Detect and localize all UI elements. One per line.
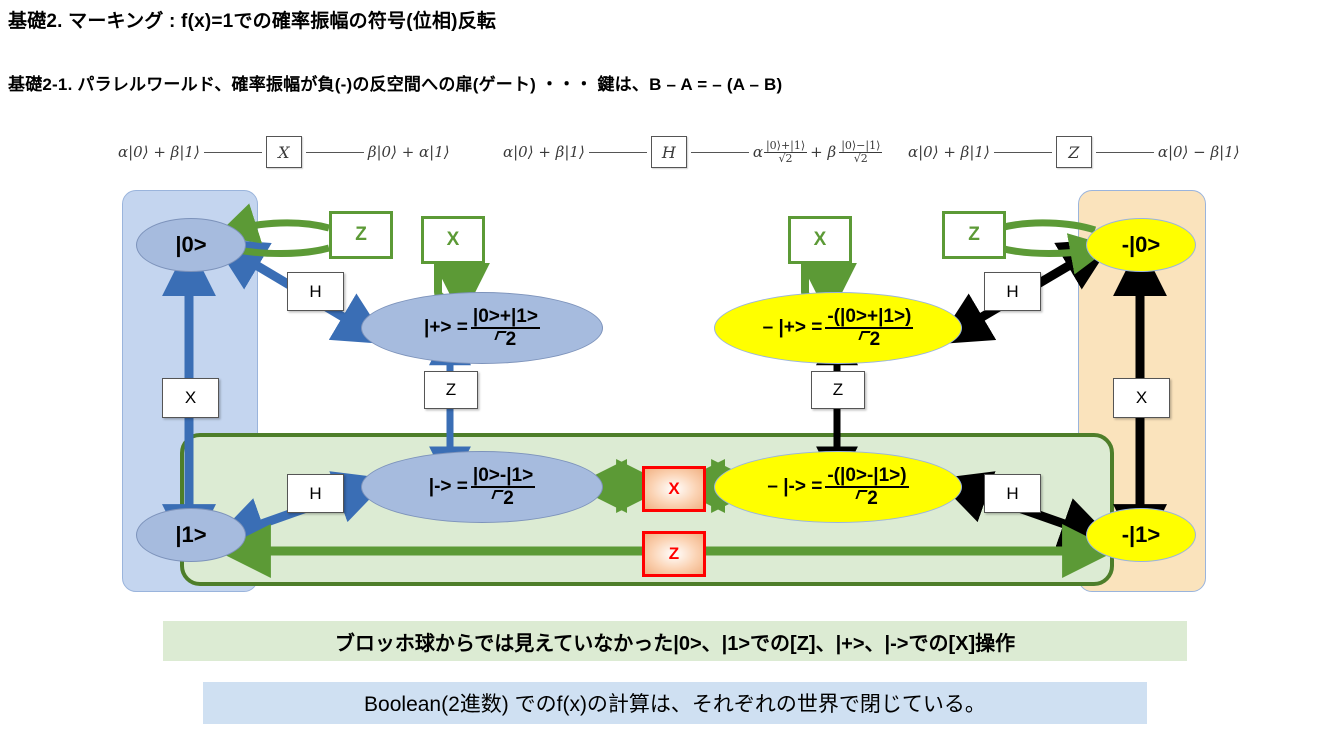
- node-minus[interactable]: |-> = |0>-|1> 2: [361, 451, 603, 523]
- node-ket0-label: |0>: [175, 232, 207, 258]
- node-ket1[interactable]: |1>: [136, 508, 246, 562]
- gate-label: X: [184, 388, 197, 407]
- circuit-z-output: α|0⟩ − β|1⟩: [1157, 143, 1240, 161]
- circuit-h-gate: H: [650, 136, 687, 168]
- node-neg-ket1-label: -|1>: [1121, 522, 1161, 548]
- node-minus-label: |-> = |0>-|1> 2: [428, 465, 536, 508]
- circuit-h-output-mid: + β: [810, 143, 837, 161]
- green-gate-z-left[interactable]: Z: [329, 211, 393, 259]
- green-gate-x-right[interactable]: X: [788, 216, 852, 264]
- gate-label: H: [1006, 281, 1019, 301]
- node-neg-ket0-label: -|0>: [1121, 232, 1161, 258]
- node-plus-label: |+> = |0>+|1> 2: [424, 307, 540, 349]
- circuit-x: α|0⟩ + β|1⟩ X β|0⟩ + α|1⟩: [118, 130, 450, 174]
- gate-x-right[interactable]: X: [1113, 378, 1170, 418]
- node-neg-minus-label: – |-> = -(|0>-|1>) 2: [767, 465, 909, 508]
- fraction-denominator: 2: [495, 329, 517, 349]
- circuit-x-output: β|0⟩ + α|1⟩: [367, 143, 450, 161]
- caption-green-text: ブロッホ球からでは見えていなかった|0>、|1>での[Z]、|+>、|->での[…: [334, 632, 1016, 655]
- caption-green: ブロッホ球からでは見えていなかった|0>、|1>での[Z]、|+>、|->での[…: [163, 621, 1187, 661]
- page-title: 基礎2. マーキング : f(x)=1での確率振幅の符号(位相)反転: [8, 11, 497, 32]
- fraction-denominator: √2: [778, 151, 793, 165]
- gate-label: Z: [968, 224, 980, 245]
- node-neg-minus[interactable]: – |-> = -(|0>-|1>) 2: [714, 451, 962, 523]
- node-neg-minus-lhs: – |-> =: [767, 476, 823, 498]
- circuit-h-input: α|0⟩ + β|1⟩: [503, 143, 585, 161]
- fraction-denominator: 2: [492, 488, 514, 508]
- green-gate-x-left[interactable]: X: [421, 216, 485, 264]
- gate-label: X: [813, 229, 827, 250]
- caption-blue: Boolean(2進数) でのf(x)の計算は、それぞれの世界で閉じている。: [203, 682, 1147, 724]
- circuit-wire: [1095, 151, 1154, 153]
- fraction-denominator: 2: [859, 329, 881, 349]
- gate-h-bottom-right[interactable]: H: [984, 474, 1041, 513]
- gate-label: H: [309, 281, 322, 301]
- node-plus-fraction: |0>+|1> 2: [470, 306, 540, 349]
- gate-label: Z: [445, 380, 457, 399]
- fraction-numerator: -(|0>-|1>): [825, 465, 909, 488]
- gate-label: X: [446, 229, 460, 250]
- red-gate-z[interactable]: Z: [642, 531, 706, 577]
- circuit-z: α|0⟩ + β|1⟩ Z α|0⟩ − β|1⟩: [908, 130, 1240, 174]
- gate-label: Z: [832, 380, 844, 399]
- node-plus-lhs: |+> =: [424, 317, 468, 339]
- node-ket0[interactable]: |0>: [136, 218, 246, 272]
- page-subtitle: 基礎2-1. パラレルワールド、確率振幅が負(-)の反空間への扉(ゲート) ・・…: [8, 75, 783, 94]
- fraction-denominator: 2: [856, 488, 878, 508]
- circuit-z-gate: Z: [1055, 136, 1092, 168]
- node-ket1-label: |1>: [175, 522, 207, 548]
- gate-label: H: [309, 483, 322, 503]
- fraction-numerator: -(|0>+|1>): [825, 306, 914, 329]
- gate-h-top-left[interactable]: H: [287, 272, 344, 311]
- node-neg-plus-fraction: -(|0>+|1>) 2: [825, 306, 914, 349]
- gate-z-middle-right[interactable]: Z: [811, 371, 865, 409]
- gate-x-left[interactable]: X: [162, 378, 219, 418]
- green-gate-z-right[interactable]: Z: [942, 211, 1006, 259]
- fraction-numerator: |0>-|1>: [470, 465, 536, 488]
- node-neg-plus[interactable]: – |+> = -(|0>+|1>) 2: [714, 292, 962, 364]
- circuit-wire: [203, 151, 262, 153]
- node-neg-minus-fraction: -(|0>-|1>) 2: [825, 465, 909, 508]
- circuit-h-output-prefix: α: [752, 143, 763, 161]
- node-neg-ket1[interactable]: -|1>: [1086, 508, 1196, 562]
- gate-label: X: [668, 479, 680, 498]
- fraction-numerator: |0⟩+|1⟩: [763, 138, 808, 153]
- circuit-h-fraction-2: |0⟩−|1⟩ √2: [839, 138, 883, 165]
- gate-label: X: [1135, 388, 1148, 407]
- circuit-wire: [993, 151, 1052, 153]
- gate-h-top-right[interactable]: H: [984, 272, 1041, 311]
- circuit-wire: [588, 151, 647, 153]
- parallel-world-diagram: |0> |1> |+> = |0>+|1> 2 |-> = |0>-|1> 2 …: [0, 180, 1342, 610]
- circuit-h: α|0⟩ + β|1⟩ H α |0⟩+|1⟩ √2 + β |0⟩−|1⟩ √…: [503, 130, 883, 174]
- node-minus-lhs: |-> =: [428, 476, 468, 498]
- fraction-numerator: |0⟩−|1⟩: [839, 138, 883, 153]
- gate-h-bottom-left[interactable]: H: [287, 474, 344, 513]
- gate-label: Z: [355, 224, 367, 245]
- fraction-denominator: √2: [853, 151, 868, 165]
- node-neg-plus-label: – |+> = -(|0>+|1>) 2: [763, 307, 914, 349]
- circuit-wire: [305, 151, 364, 153]
- circuit-x-gate: X: [265, 136, 302, 168]
- node-neg-ket0[interactable]: -|0>: [1086, 218, 1196, 272]
- node-minus-fraction: |0>-|1> 2: [470, 465, 536, 508]
- gate-z-middle-left[interactable]: Z: [424, 371, 478, 409]
- caption-blue-text: Boolean(2進数) でのf(x)の計算は、それぞれの世界で閉じている。: [364, 693, 986, 716]
- circuit-x-input: α|0⟩ + β|1⟩: [118, 143, 200, 161]
- circuit-h-fraction-1: |0⟩+|1⟩ √2: [763, 138, 808, 165]
- circuit-z-input: α|0⟩ + β|1⟩: [908, 143, 990, 161]
- red-gate-x[interactable]: X: [642, 466, 706, 512]
- gate-label: H: [1006, 483, 1019, 503]
- fraction-numerator: |0>+|1>: [470, 306, 540, 329]
- circuit-wire: [690, 151, 749, 153]
- node-plus[interactable]: |+> = |0>+|1> 2: [361, 292, 603, 364]
- gate-label: Z: [668, 544, 680, 563]
- node-neg-plus-lhs: – |+> =: [762, 317, 823, 339]
